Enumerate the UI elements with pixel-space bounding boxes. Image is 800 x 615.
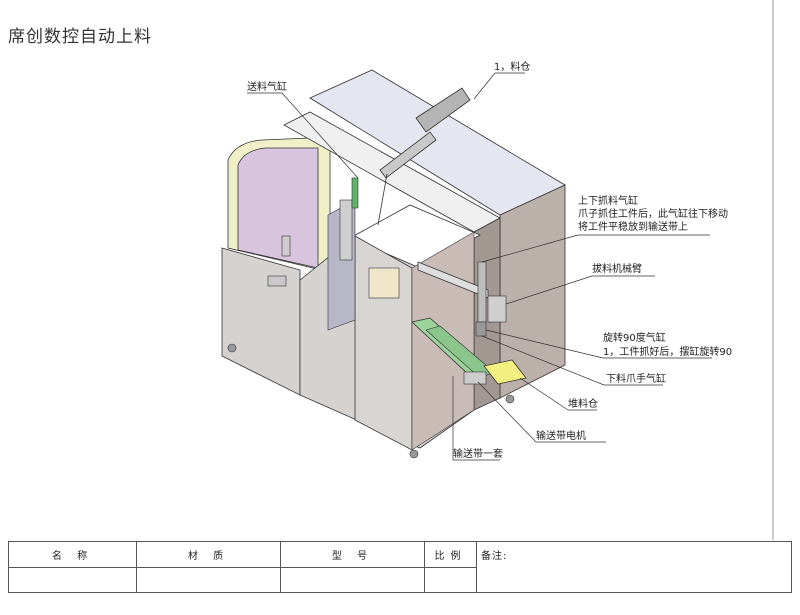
callout-leaders bbox=[247, 72, 712, 461]
label-conveyor-set: 输送带一套 bbox=[453, 449, 503, 460]
title-block-material: 材 质 bbox=[136, 541, 281, 568]
conveyor-belt bbox=[411, 317, 495, 385]
stack-bin bbox=[483, 359, 527, 385]
title-block-model-value bbox=[280, 566, 425, 593]
unload-arm bbox=[417, 261, 507, 337]
label-stack-bin: 堆料仓 bbox=[568, 399, 598, 410]
label-updown-cylinder-2: 爪子抓住工件后，此气缸往下移动 bbox=[578, 209, 728, 220]
page-title: 席创数控自动上料 bbox=[8, 27, 152, 47]
label-gripper-cylinder: 下料爪手气缸 bbox=[606, 374, 666, 385]
title-block: 名 称 材 质 型 号 比例 备注: bbox=[8, 541, 792, 593]
label-feed-cylinder: 送料气缸 bbox=[247, 82, 287, 93]
label-rotary-cylinder-2: 1，工件抓好后，摆缸旋转90 bbox=[603, 347, 733, 358]
title-block-material-value bbox=[136, 566, 281, 593]
title-block-model: 型 号 bbox=[280, 541, 425, 568]
label-hopper: 1，料仓 bbox=[494, 62, 531, 73]
label-conveyor-motor: 输送带电机 bbox=[536, 431, 586, 442]
label-rotary-cylinder-1: 旋转90度气缸 bbox=[603, 333, 666, 344]
title-block-scale: 比例 bbox=[424, 541, 477, 568]
label-updown-cylinder-1: 上下抓料气缸 bbox=[578, 196, 638, 207]
title-block-name: 名 称 bbox=[8, 541, 137, 568]
title-block-scale-value bbox=[424, 566, 477, 593]
machine-cabinet bbox=[227, 69, 566, 459]
title-block-name-value bbox=[8, 566, 137, 593]
title-block-remark: 备注: bbox=[476, 541, 792, 593]
label-unload-arm: 拔料机械臂 bbox=[592, 264, 642, 275]
hopper-chute bbox=[377, 87, 471, 226]
machine-enclosure-left bbox=[221, 137, 331, 396]
label-updown-cylinder-3: 将工件平稳放到输送带上 bbox=[578, 222, 688, 233]
